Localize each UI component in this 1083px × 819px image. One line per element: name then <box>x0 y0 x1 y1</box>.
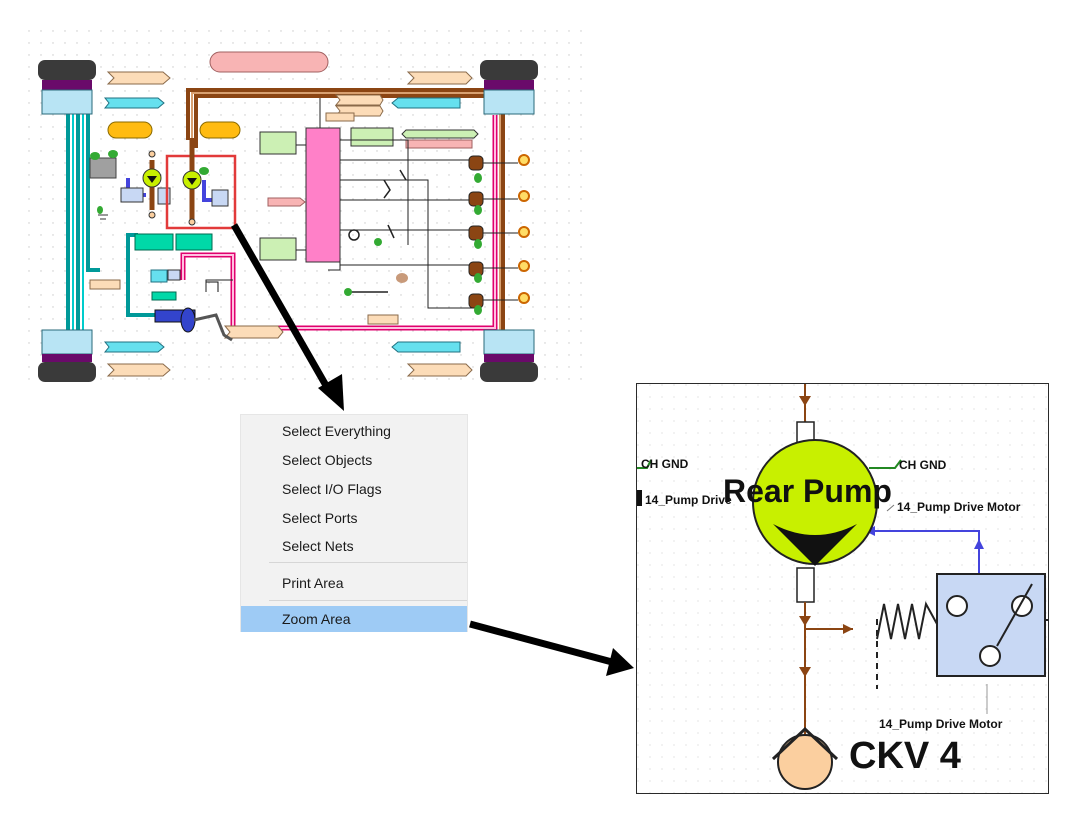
valve-label: CKV 4 <box>849 735 961 777</box>
module-green <box>259 127 479 261</box>
pump-icon <box>752 439 878 603</box>
wheel-icon <box>480 329 538 382</box>
menu-item-select-io-flags[interactable]: Select I/O Flags <box>282 481 382 497</box>
flag-icon <box>405 139 473 149</box>
battery-icon <box>89 150 118 179</box>
pump-icon <box>182 138 229 226</box>
arrow-icon <box>230 223 344 411</box>
menu-item-zoom-area[interactable]: Zoom Area <box>241 606 467 632</box>
ground-icon <box>637 459 902 469</box>
selection-box[interactable] <box>165 154 237 230</box>
menu-item-print-area[interactable]: Print Area <box>282 575 344 591</box>
flag-icon <box>267 197 306 207</box>
gnd-label-right: CH GND <box>899 458 947 472</box>
menu-item-select-objects[interactable]: Select Objects <box>282 452 373 468</box>
wheel-icon <box>38 329 96 382</box>
flag-icon <box>103 97 461 353</box>
motor-label-right: 14_Pump Drive Motor <box>897 500 1021 514</box>
spring-icon <box>876 601 938 689</box>
check-valve-icon <box>771 726 839 790</box>
menu-separator <box>269 600 467 601</box>
module-teal <box>134 233 213 301</box>
wire <box>205 98 473 309</box>
menu-item-select-ports[interactable]: Select Ports <box>282 510 358 526</box>
flag-icon <box>89 71 473 377</box>
context-menu: Select Everything Select Objects Select … <box>240 414 468 632</box>
wheel-icon <box>38 60 96 115</box>
connector-icon <box>344 238 408 296</box>
switch-icon[interactable] <box>936 573 1049 677</box>
tank-icon <box>199 121 241 139</box>
pump-label: Rear Pump <box>723 473 892 509</box>
schematic-overview[interactable] <box>28 30 583 390</box>
wheel-icon <box>480 60 538 115</box>
pedal-icon <box>150 269 233 342</box>
title-banner <box>209 51 329 73</box>
menu-item-select-everything[interactable]: Select Everything <box>282 423 391 439</box>
motor-label-left: 14_Pump Drive <box>645 493 732 507</box>
zoom-view-panel[interactable]: Rear Pump CH GND CH GND 14_Pump Drive 14… <box>636 383 1049 794</box>
menu-item-select-nets[interactable]: Select Nets <box>282 538 354 554</box>
gnd-label-left: CH GND <box>641 457 689 471</box>
motor-label-bottom: 14_Pump Drive Motor <box>879 717 1003 731</box>
tank-icon <box>107 121 153 139</box>
hydraulic-line <box>186 88 505 350</box>
cyan-line-left <box>66 110 100 330</box>
controller-icon <box>305 127 341 263</box>
arrow-icon <box>469 620 634 676</box>
motor-icon <box>468 155 484 309</box>
switch-icon <box>346 169 407 293</box>
menu-separator <box>269 562 467 563</box>
lamp-icon <box>518 154 530 304</box>
ground-icon <box>97 206 108 220</box>
